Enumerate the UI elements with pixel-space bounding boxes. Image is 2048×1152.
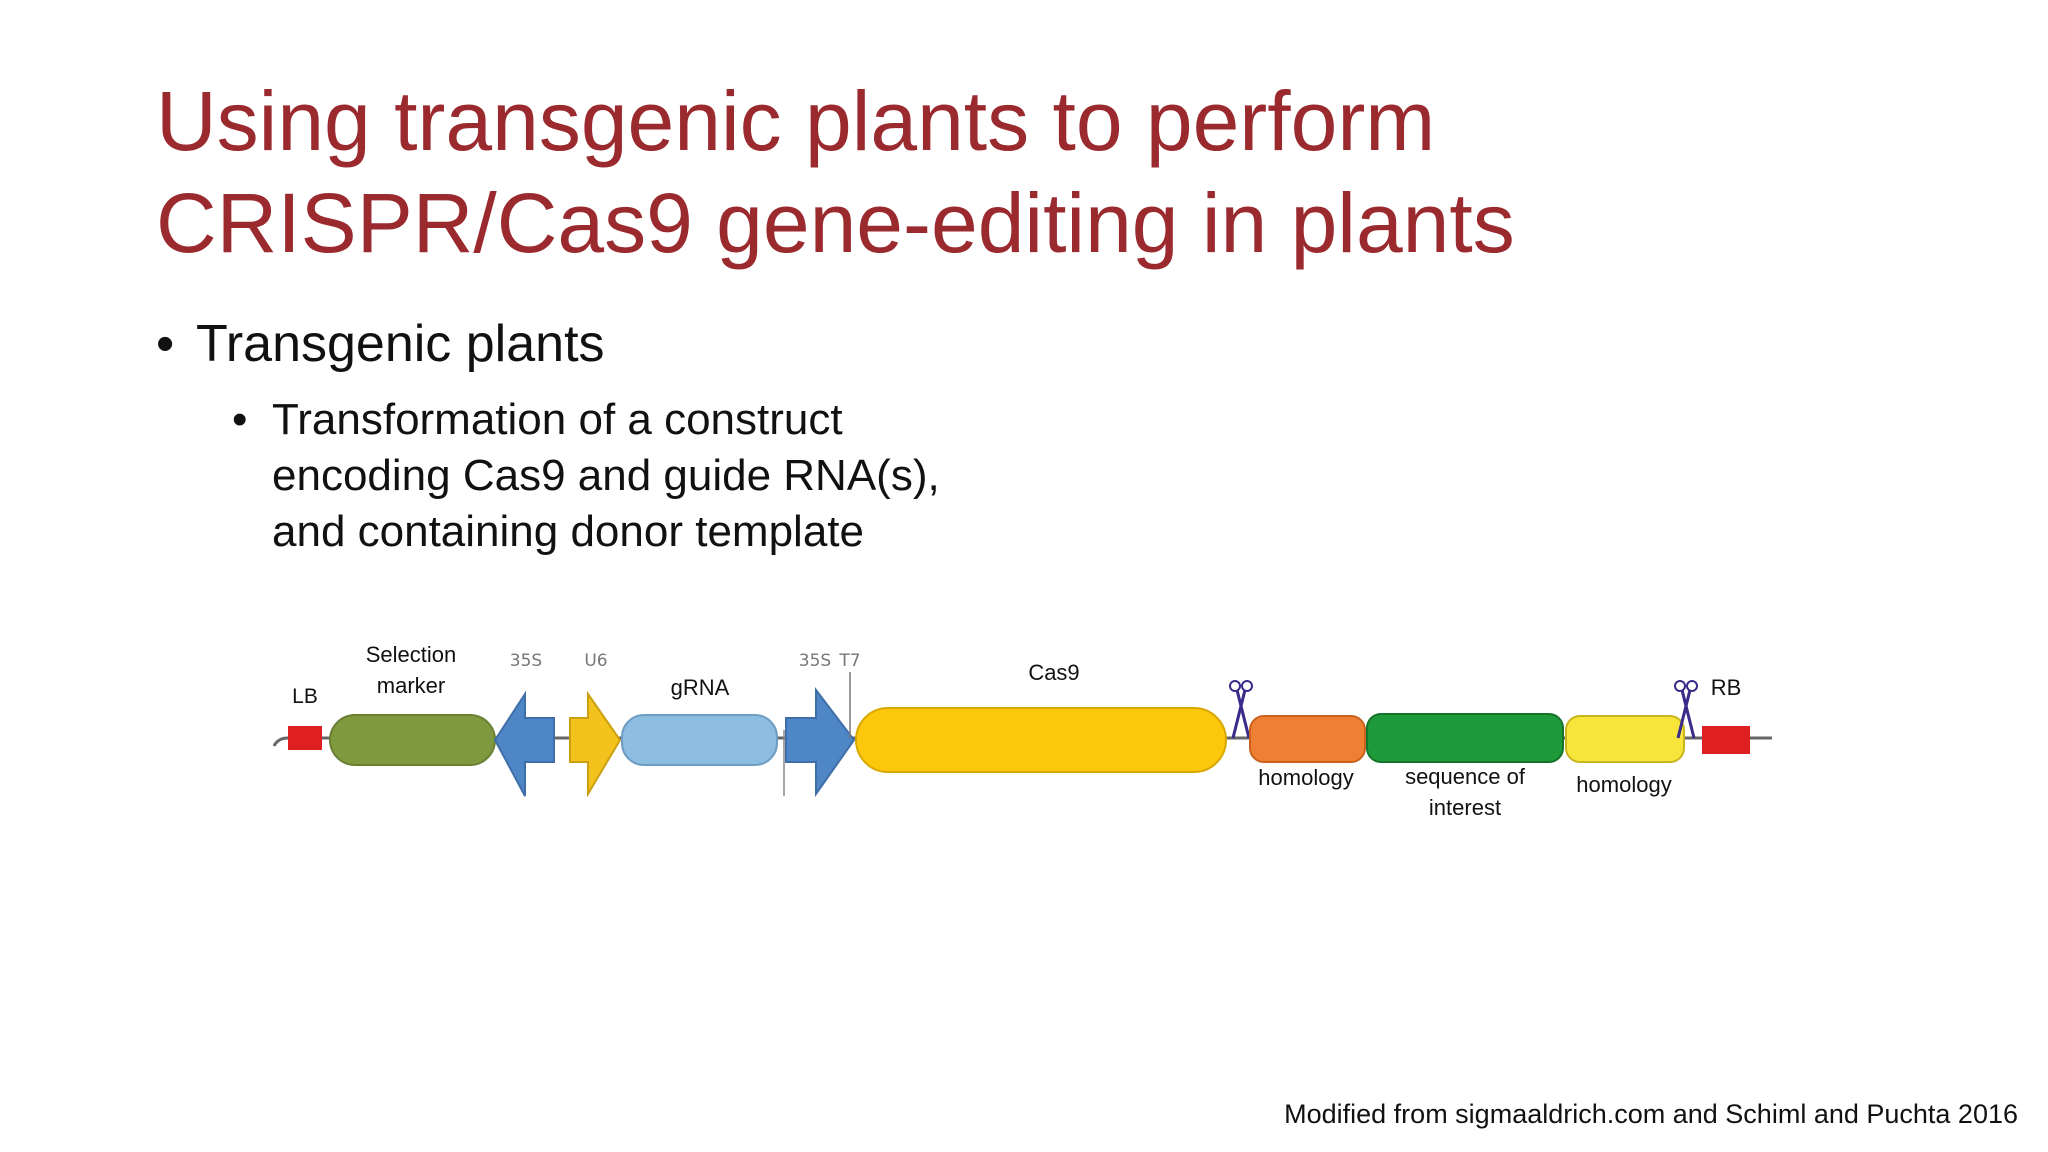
title-line-1: Using transgenic plants to perform [156,74,1436,168]
cas9-block [855,707,1227,773]
sequence-of-interest-label-1: sequence of [1405,764,1526,789]
promoter-35s-label-2: 35S [799,651,831,671]
bullet-marker: • [156,315,175,373]
grna-label: gRNA [671,675,730,700]
title-line-2: CRISPR/Cas9 gene-editing in plants [156,176,1515,270]
selection-marker-label-2: marker [377,673,445,698]
selection-marker-label-1: Selection [366,642,457,667]
sub-bullet-line-1: Transformation of a construct [272,395,843,444]
homology-left-label: homology [1258,765,1353,790]
promoter-35s-label-1: 35S [510,651,542,671]
construct-diagram: LB Selection marker 35S U6 gRNA 35S T7 C… [270,630,1790,830]
homology-left-block [1249,715,1366,763]
sequence-of-interest-label-2: interest [1429,795,1501,820]
cas9-label: Cas9 [1028,660,1079,685]
homology-right-label: homology [1576,772,1671,797]
sub-bullet-marker: • [232,395,248,444]
promoter-35s-left-arrow [493,690,555,797]
slide-title: Using transgenic plants to perform CRISP… [156,70,1756,274]
homology-right-block [1565,715,1685,763]
sub-bullet-line-2: encoding Cas9 and guide RNA(s), [272,451,940,500]
backbone-line [272,736,1772,747]
u6-label: U6 [584,651,607,671]
scissors-icon [1674,680,1698,739]
sub-bullet-line-3: and containing donor template [272,507,864,556]
u6-arrow [569,690,622,798]
rb-border-block [1702,726,1750,754]
grna-block [621,714,778,766]
source-credit: Modified from sigmaaldrich.com and Schim… [1284,1099,2018,1129]
lb-border-block [288,726,322,750]
bullet-transgenic-plants: • Transgenic plants [156,312,605,376]
lb-label: LB [292,685,318,708]
bullet-text: Transgenic plants [196,315,605,373]
selection-marker-block [329,714,496,766]
scissors-icon [1229,680,1253,739]
sequence-of-interest-block [1366,713,1564,763]
promoter-35s-right-arrow [785,687,856,798]
t7-label: T7 [838,651,860,671]
rb-label: RB [1711,675,1742,700]
